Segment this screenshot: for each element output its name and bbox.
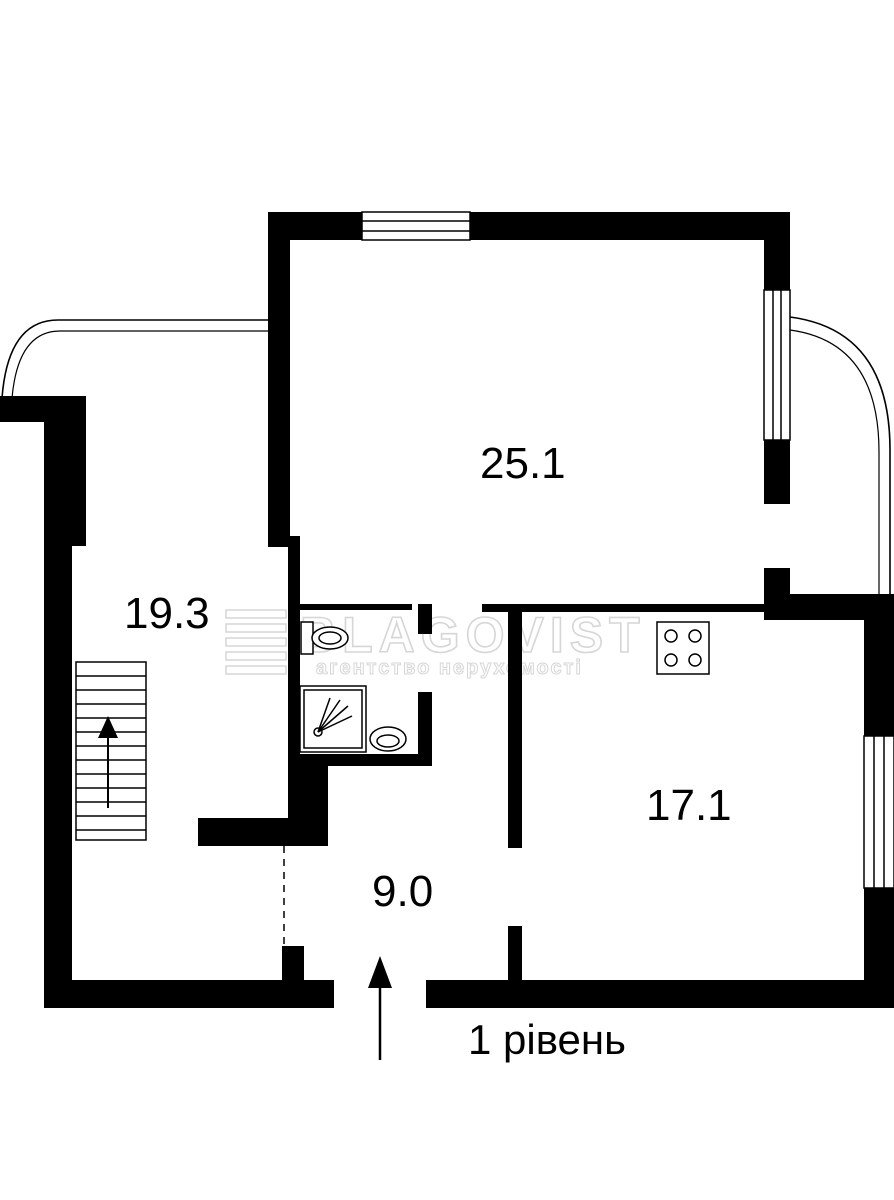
wall-left-outer bbox=[44, 420, 72, 1008]
wall-living-top bbox=[268, 212, 790, 240]
room-area-living: 25.1 bbox=[480, 439, 566, 488]
room-area-stair-hall: 19.3 bbox=[124, 589, 210, 638]
room-area-hallway: 9.0 bbox=[372, 867, 433, 916]
windows bbox=[361, 211, 894, 889]
toilet-icon bbox=[300, 621, 349, 655]
wall-kitchen-left-lower bbox=[508, 926, 522, 986]
sink-icon bbox=[369, 726, 407, 752]
window-living-top bbox=[361, 211, 471, 241]
wall-living-right-pier bbox=[764, 440, 790, 504]
entrance-arrow-icon bbox=[368, 956, 392, 1060]
level-label: 1 рівень bbox=[468, 1016, 626, 1063]
wall-kitchen-right-upper bbox=[864, 594, 894, 736]
balconies bbox=[1, 316, 891, 595]
wall-bath-top-strip bbox=[290, 604, 412, 610]
room-area-kitchen: 17.1 bbox=[646, 781, 732, 830]
wall-bath-top-right bbox=[482, 604, 764, 612]
right-balcony-outline bbox=[789, 316, 891, 595]
stove-icon bbox=[656, 621, 710, 675]
wall-living-left bbox=[268, 212, 290, 547]
right-balcony-outline-inner bbox=[789, 329, 880, 595]
watermark-brand: BLAGOVIST bbox=[300, 607, 646, 663]
wall-bath-left-upper bbox=[290, 604, 300, 766]
wall-kitchen-left-upper bbox=[508, 604, 522, 848]
watermark-logo-icon bbox=[225, 609, 287, 675]
left-balcony-outline-inner bbox=[11, 330, 268, 399]
wall-bottom-right bbox=[426, 980, 868, 1008]
wall-living-right-upper bbox=[764, 212, 790, 290]
walls bbox=[0, 212, 894, 1008]
left-balcony-outline bbox=[1, 319, 268, 399]
wall-kitchen-right-lower bbox=[864, 888, 894, 1008]
wall-bath-bottom bbox=[300, 754, 432, 766]
wall-bath-right bbox=[418, 692, 432, 766]
wall-bath-left-lower bbox=[300, 756, 328, 846]
wall-entrance-jamb bbox=[282, 946, 304, 986]
shower-icon bbox=[299, 685, 367, 753]
staircase-icon bbox=[75, 661, 147, 841]
window-living-right bbox=[763, 289, 791, 441]
window-kitchen-right bbox=[863, 735, 894, 889]
staircase-direction-arrow-icon bbox=[98, 716, 118, 808]
watermark-tagline: агентство нерухомості bbox=[316, 657, 583, 679]
wall-bath-door-post bbox=[418, 604, 432, 634]
wall-kitchen-top bbox=[764, 594, 868, 620]
